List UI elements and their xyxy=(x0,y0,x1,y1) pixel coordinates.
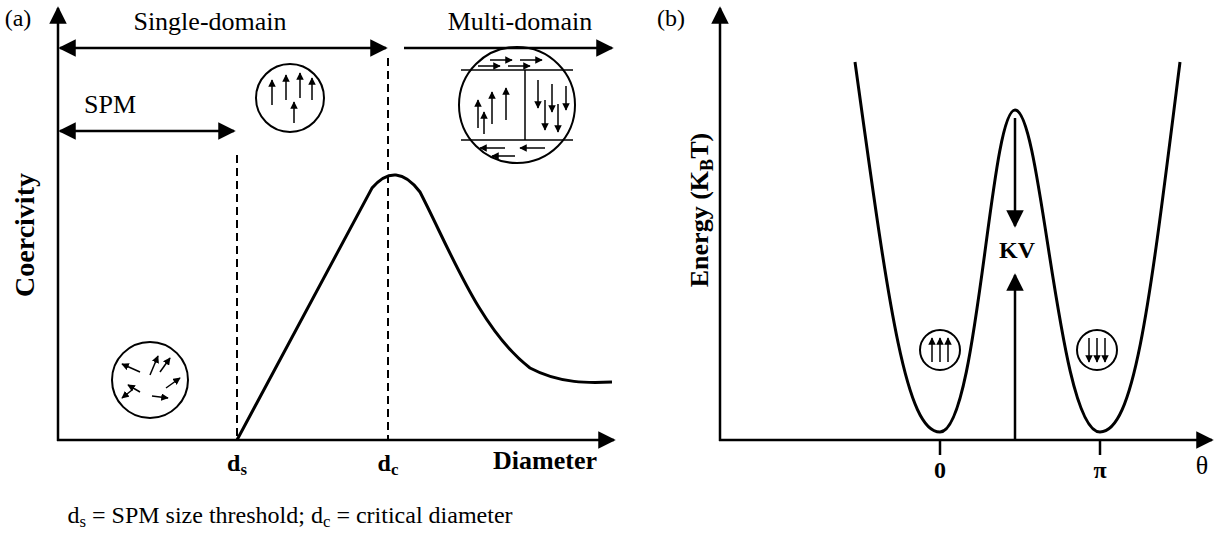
panel-letter: (a) xyxy=(5,6,32,30)
subscript: s xyxy=(79,512,86,531)
subscript: s xyxy=(240,460,247,479)
axis-title: Coercivity xyxy=(11,173,39,297)
tick-label: dc xyxy=(378,451,399,475)
subscript: c xyxy=(391,460,398,479)
range-label: Single-domain xyxy=(133,9,286,35)
tick-label: 0 xyxy=(934,458,946,482)
subscript: B xyxy=(697,159,717,171)
panel-letter: (b) xyxy=(657,6,685,30)
axis-title: θ xyxy=(1196,453,1208,479)
caption: ds = SPM size threshold; dc = critical d… xyxy=(67,503,512,527)
axis-title: Diameter xyxy=(493,448,597,474)
barrier-label: KV xyxy=(999,238,1035,262)
tick-label: π xyxy=(1093,458,1106,482)
subscript: c xyxy=(323,512,330,531)
range-label: SPM xyxy=(84,92,136,118)
tick-label: ds xyxy=(227,451,247,475)
axis-title: Energy (KBT) xyxy=(687,133,713,287)
range-label: Multi-domain xyxy=(448,9,593,35)
